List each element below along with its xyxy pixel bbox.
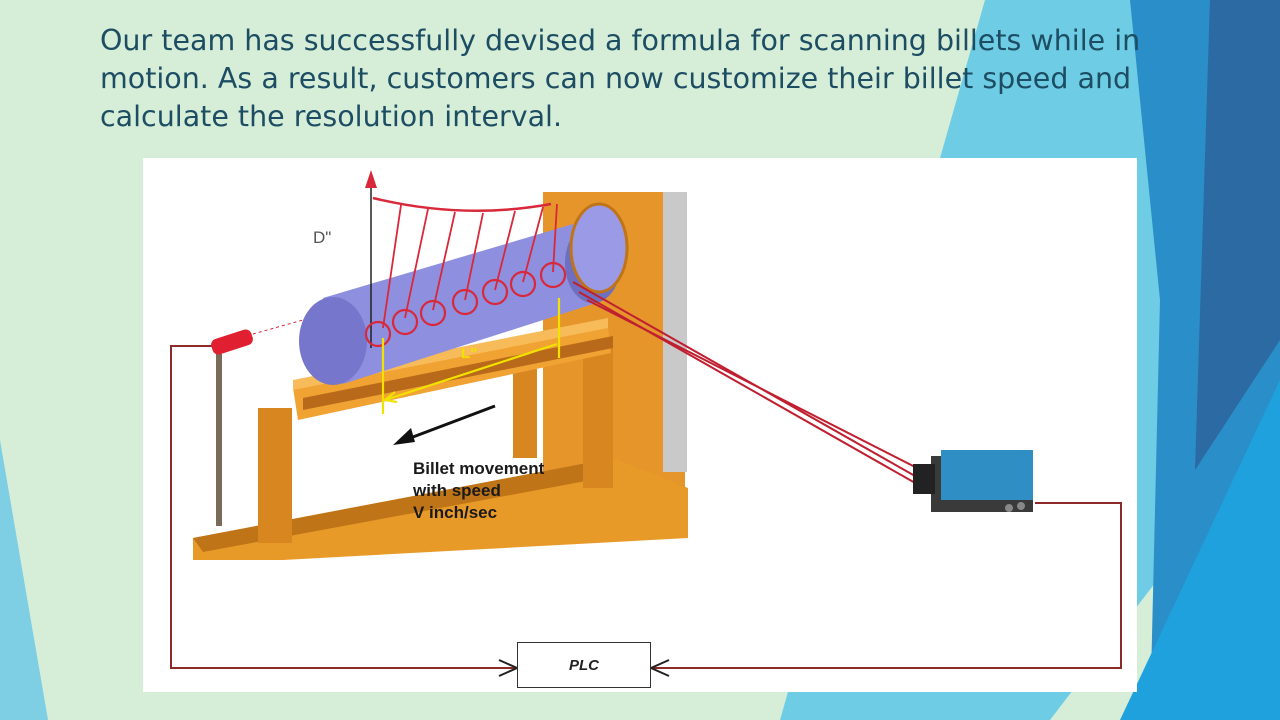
leg-right (583, 348, 613, 488)
camera-beams (572, 281, 922, 485)
base-rail-shadow (193, 458, 613, 552)
movement-arrow (404, 404, 496, 442)
frame-hole (569, 202, 629, 294)
scan-rays (382, 203, 558, 329)
diameter-label: D" (313, 228, 332, 247)
caption-line-3: V inch/sec (413, 503, 498, 522)
length-marker (381, 298, 561, 414)
scan-circles (364, 261, 567, 348)
accent-triangle-bright (1120, 380, 1280, 720)
billet-body (323, 224, 593, 384)
wire-right (651, 502, 1122, 669)
movement-caption: Billet movement with speed V inch/sec (413, 458, 613, 524)
caption-line-2: with speed (413, 481, 501, 500)
accent-triangle-dark (1195, 0, 1280, 470)
scanning-diagram: D" L" Billet movement with speed V inch/… (143, 158, 1137, 692)
slide-headline: Our team has successfully devised a form… (100, 24, 1141, 133)
scan-curve (372, 196, 552, 212)
wire-left (170, 345, 517, 669)
laser-emitter (211, 329, 253, 355)
caption-line-1: Billet movement (413, 459, 545, 478)
cradle-rail (303, 336, 613, 410)
movement-arrow-head (393, 428, 415, 445)
leg-middle (513, 368, 537, 458)
billet-end-left (299, 297, 367, 385)
plc-box: PLC (517, 642, 651, 688)
arrow-head-right (648, 659, 670, 677)
leg-left (258, 408, 292, 543)
length-label: L" (461, 345, 478, 362)
plate-side (663, 192, 687, 472)
laser-beam (252, 319, 304, 335)
accent-triangle-left (0, 440, 48, 720)
vertical-axis-arrow (365, 170, 377, 188)
camera-icon (913, 450, 1033, 512)
plc-label: PLC (569, 656, 599, 674)
diagram-drawing (170, 170, 1122, 677)
